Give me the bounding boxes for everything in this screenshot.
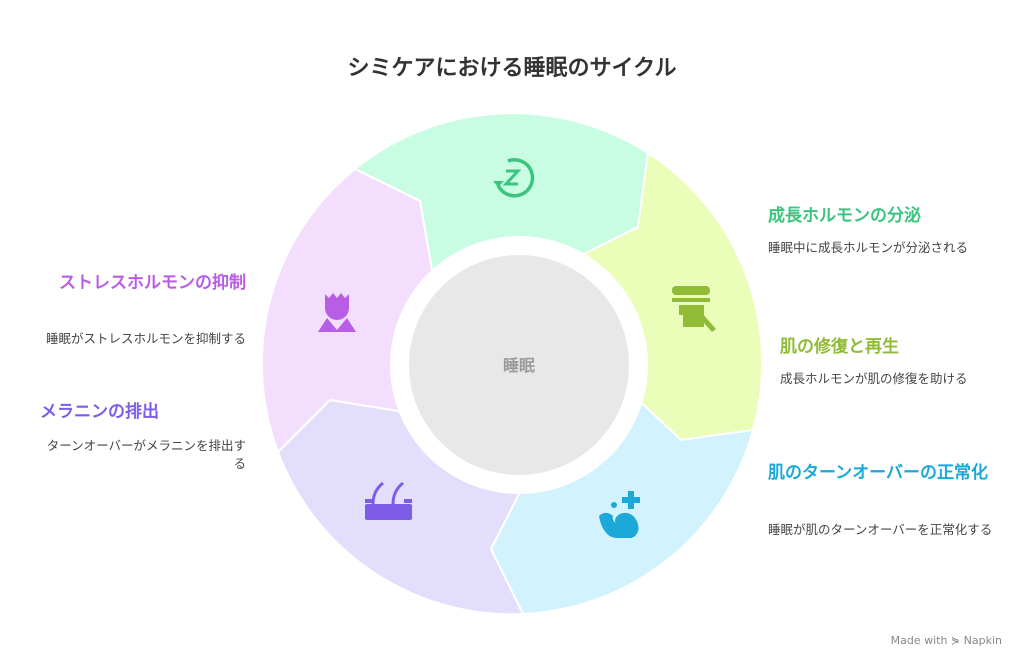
item-title-melanin: メラニンの排出 [40, 402, 159, 422]
center-circle [409, 255, 629, 475]
item-desc-stress-hormone: 睡眠がストレスホルモンを抑制する [45, 331, 246, 346]
item-title-growth-hormone: 成長ホルモンの分泌 [768, 206, 921, 226]
snail-plus-icon [599, 491, 640, 538]
skin-hair-icon [365, 481, 412, 520]
diagram-title: シミケアにおける睡眠のサイクル [347, 56, 677, 81]
item-title-stress-hormone: ストレスホルモンの抑制 [59, 273, 246, 293]
item-desc-skin-repair: 成長ホルモンが肌の修復を助ける [780, 371, 968, 386]
center-label: 睡眠 [503, 356, 535, 375]
item-desc-turnover: 睡眠が肌のターンオーバーを正常化する [768, 522, 993, 537]
item-title-turnover: 肌のターンオーバーの正常化 [768, 463, 988, 483]
item-desc-growth-hormone: 睡眠中に成長ホルモンが分泌される [768, 240, 969, 255]
item-title-skin-repair: 肌の修復と再生 [780, 337, 899, 357]
sleep-cycle-icon [493, 158, 535, 198]
watermark: Made with ⋟ Napkin [890, 634, 1002, 647]
stressed-person-icon [318, 293, 356, 332]
item-desc-melanin: ターンオーバーがメラニンを排出する [46, 438, 246, 471]
face-mask-icon [672, 286, 716, 332]
